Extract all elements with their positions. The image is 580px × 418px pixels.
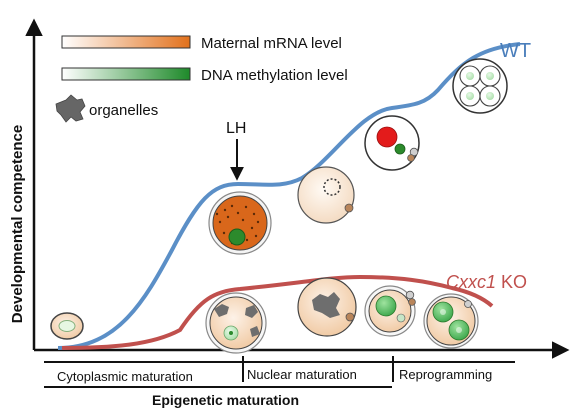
epigenetic-maturation-label: Epigenetic maturation <box>152 392 299 408</box>
ko-curve <box>61 274 494 350</box>
wt-label: WT <box>500 40 531 62</box>
wt-gv-oocyte-icon <box>297 166 355 224</box>
dna-methylation-gradient-bar <box>61 67 191 81</box>
cytoplasmic-maturation-label: Cytoplasmic maturation <box>57 369 193 384</box>
ko-mii-oocyte-icon <box>364 285 416 337</box>
wt-curve <box>57 42 521 350</box>
maternal-mrna-gradient-bar <box>61 35 191 49</box>
cxxc1-ko-label: Cxxc1 KO <box>446 272 527 292</box>
ko-suffix: KO <box>496 272 527 292</box>
nuclear-maturation-label: Nuclear maturation <box>247 367 357 382</box>
maternal-mrna-legend-label: Maternal mRNA level <box>201 35 342 52</box>
y-axis-label: Developmental competence <box>9 125 26 323</box>
early-oocyte-icon <box>50 312 84 340</box>
reprogramming-label: Reprogramming <box>399 367 492 382</box>
wt-lh-oocyte-icon <box>208 191 272 255</box>
dna-methylation-legend-label: DNA methylation level <box>201 67 348 84</box>
organelles-legend-label: organelles <box>89 102 158 119</box>
wt-mii-oocyte-icon <box>364 115 420 171</box>
ko-two-cell-embryo-icon <box>423 293 479 349</box>
ko-oocyte-1-icon <box>205 292 267 354</box>
ko-gene-name: Cxxc1 <box>446 272 496 292</box>
organelle-blob-icon <box>55 94 86 123</box>
lh-label: LH <box>226 120 246 137</box>
wt-four-cell-embryo-icon <box>452 58 508 114</box>
ko-gv-oocyte-icon <box>297 277 357 337</box>
